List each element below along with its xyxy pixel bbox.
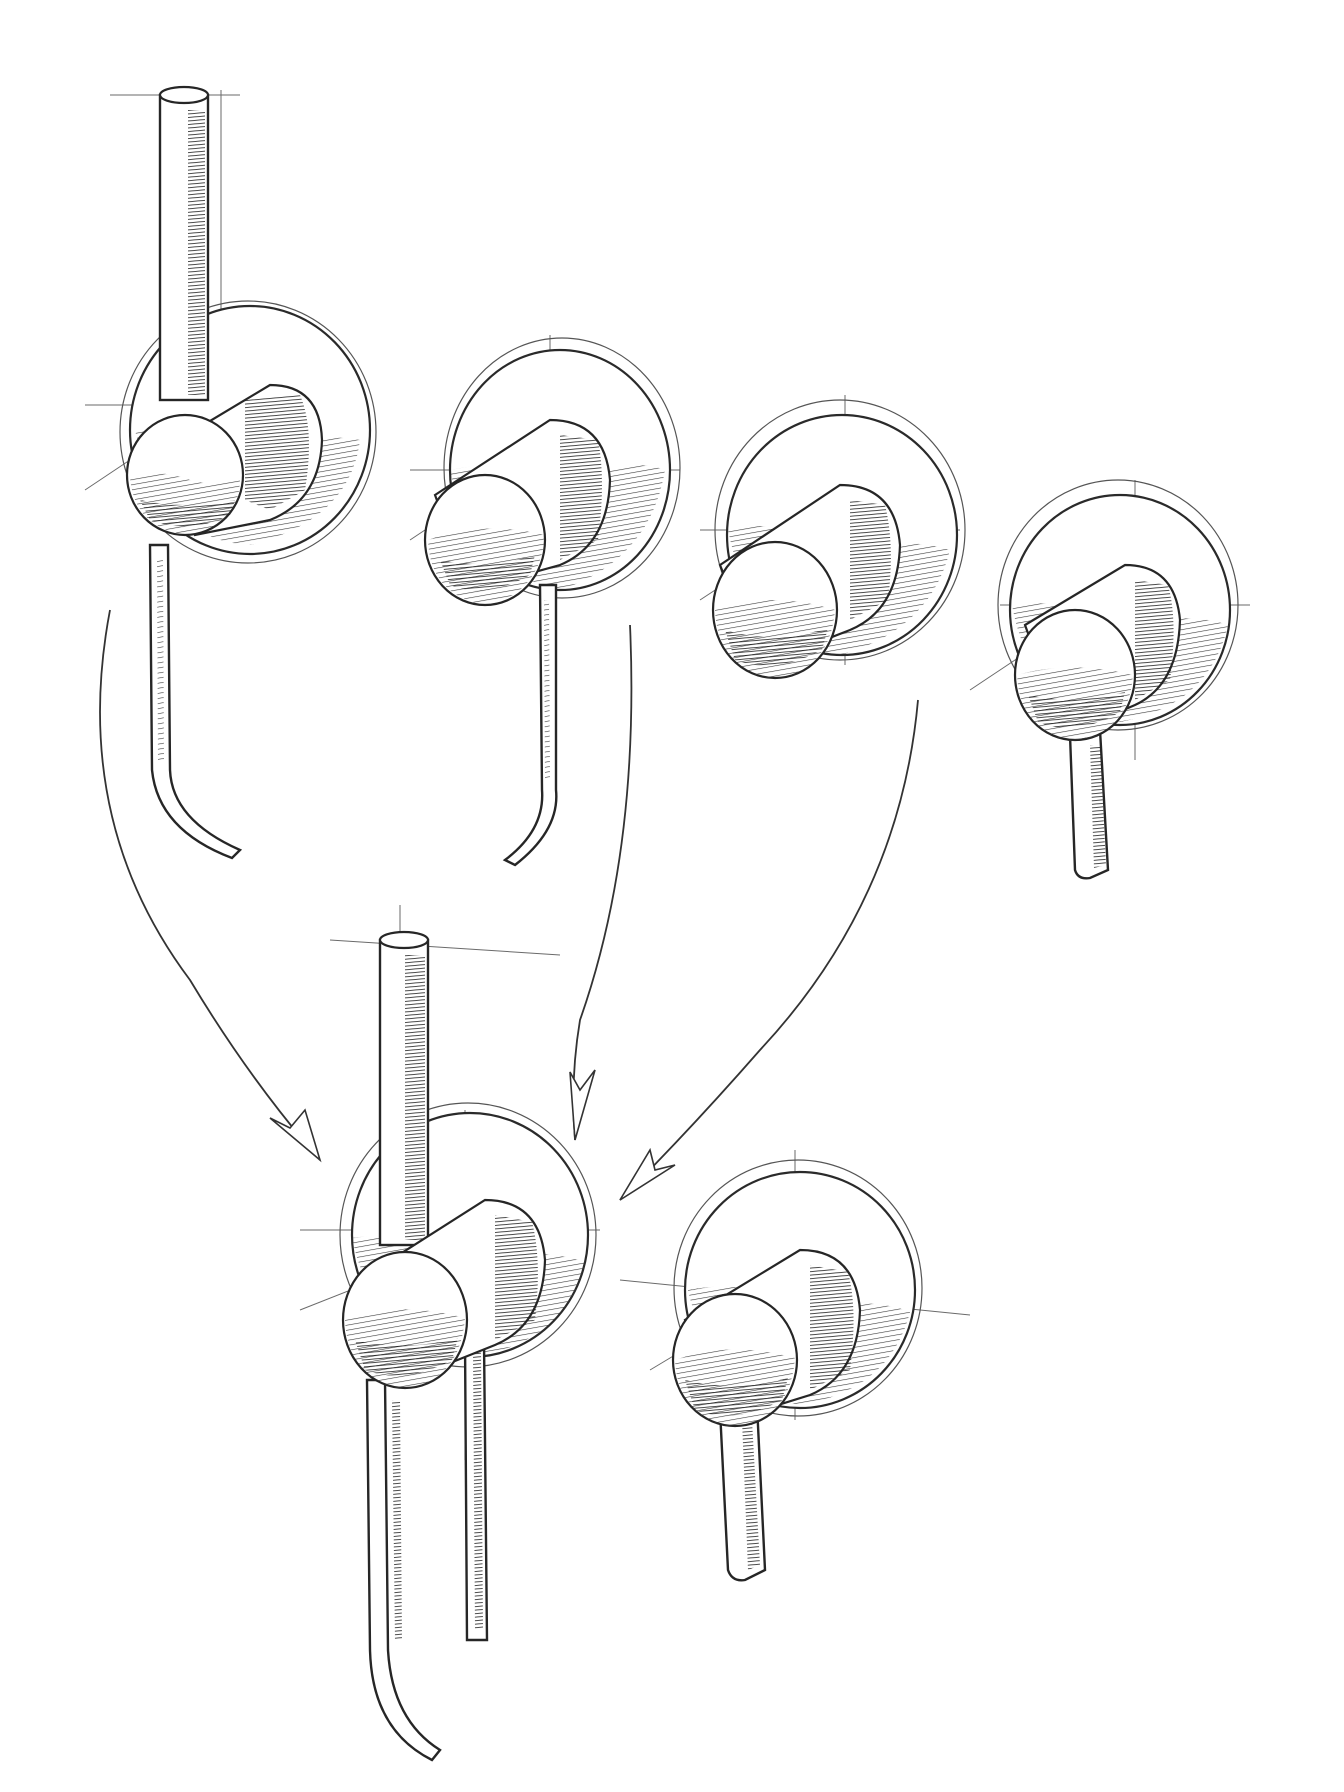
variant-3-sketch xyxy=(699,395,966,680)
lever-concept-sketch xyxy=(619,1150,971,1582)
arrow-from-variant-2-head xyxy=(569,1069,596,1141)
arrow-from-variant-1-head xyxy=(269,1108,322,1163)
arrow-from-variant-3-head xyxy=(619,1147,676,1201)
variant-2-sketch xyxy=(409,335,681,867)
arrow-from-variant-1 xyxy=(99,609,321,1161)
arrows xyxy=(99,609,919,1201)
arrow-from-variant-2 xyxy=(572,624,633,1141)
variant-1-sketch xyxy=(84,85,377,860)
arrow-from-variant-3 xyxy=(619,699,919,1201)
variant-4-sketch xyxy=(969,479,1250,880)
merged-concept-sketch xyxy=(299,905,600,1762)
